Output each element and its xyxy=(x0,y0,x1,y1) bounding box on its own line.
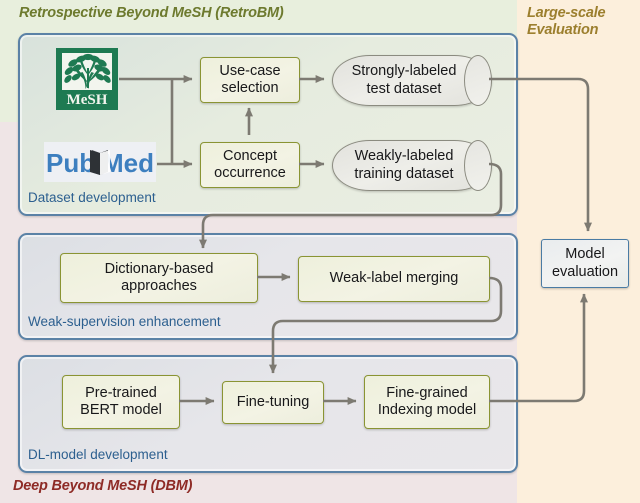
node-label: Weakly-labeled training dataset xyxy=(354,148,454,182)
pubmed-logo: Pub Med xyxy=(44,142,156,182)
panel-label-dl-model-development: DL-model development xyxy=(28,447,168,462)
node-fine-grained-indexing-model[interactable]: Fine-grained Indexing model xyxy=(364,375,490,429)
node-label: Strongly-labeled test dataset xyxy=(351,63,457,97)
svg-text:Pub: Pub xyxy=(46,148,95,178)
svg-text:Med: Med xyxy=(102,148,154,178)
mesh-logo: MeSH xyxy=(56,48,118,110)
region-label-retrobm: Retrospective Beyond MeSH (RetroBM) xyxy=(19,5,284,21)
node-strongly-labeled-test-dataset[interactable]: Strongly-labeled test dataset xyxy=(332,55,492,106)
node-pre-trained-bert-model[interactable]: Pre-trained BERT model xyxy=(62,375,180,429)
node-model-evaluation[interactable]: Model evaluation xyxy=(541,239,629,288)
svg-text:MeSH: MeSH xyxy=(67,92,108,108)
region-label-dbm: Deep Beyond MeSH (DBM) xyxy=(13,478,193,494)
panel-label-dataset-development: Dataset development xyxy=(28,190,156,205)
panel-label-weak-supervision-enhancement: Weak-supervision enhancement xyxy=(28,314,221,329)
node-weakly-labeled-training-dataset[interactable]: Weakly-labeled training dataset xyxy=(332,140,492,191)
node-weak-label-merging[interactable]: Weak-label merging xyxy=(298,256,490,302)
node-fine-tuning[interactable]: Fine-tuning xyxy=(222,381,324,424)
region-label-large-scale-evaluation: Large-scale Evaluation xyxy=(527,5,606,38)
node-concept-occurrence[interactable]: Concept occurrence xyxy=(200,142,300,188)
node-dictionary-based-approaches[interactable]: Dictionary-based approaches xyxy=(60,253,258,303)
node-use-case-selection[interactable]: Use-case selection xyxy=(200,57,300,103)
